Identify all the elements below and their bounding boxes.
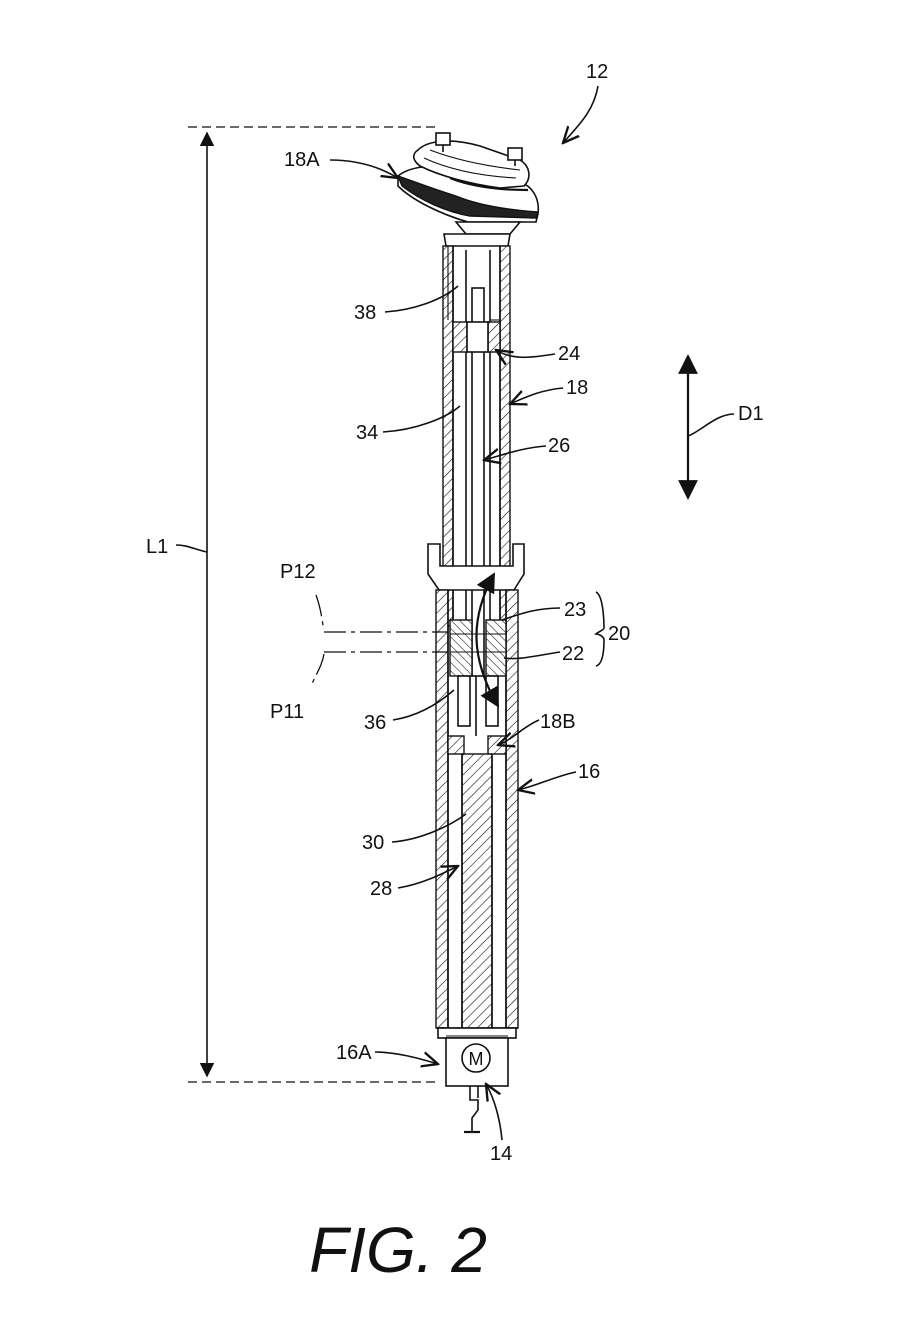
label-14: 14	[490, 1143, 512, 1165]
reference-labels: 12 18A 38 24 18 D1 34 26 L1 P12 23 20 22…	[146, 61, 764, 1165]
label-20: 20	[608, 623, 630, 645]
motor-unit-14: M	[438, 1028, 516, 1132]
figure-caption: FIG. 2	[309, 1214, 487, 1286]
dimension-l1	[176, 127, 440, 1082]
label-d1: D1	[738, 403, 764, 425]
label-22: 22	[562, 643, 584, 665]
inner-rod-28	[462, 754, 492, 1028]
label-26: 26	[548, 435, 570, 457]
label-p11: P11	[270, 701, 304, 723]
direction-arrow-d1	[688, 356, 734, 498]
rod-26	[466, 250, 490, 676]
label-38: 38	[354, 302, 376, 324]
label-18: 18	[566, 377, 588, 399]
label-34: 34	[356, 422, 378, 444]
motor-symbol: M	[469, 1049, 484, 1069]
label-16a: 16A	[336, 1042, 372, 1064]
label-16: 16	[578, 761, 600, 783]
label-p12: P12	[280, 561, 316, 583]
label-12: 12	[586, 61, 608, 83]
label-36: 36	[364, 712, 386, 734]
label-28: 28	[370, 878, 392, 900]
piston-24	[453, 320, 500, 352]
label-l1: L1	[146, 536, 168, 558]
label-18a: 18A	[284, 149, 320, 171]
label-24: 24	[558, 343, 580, 365]
saddle-clamp-18a	[398, 133, 538, 246]
label-30: 30	[362, 832, 384, 854]
label-18b: 18B	[540, 711, 576, 733]
label-23: 23	[564, 599, 586, 621]
